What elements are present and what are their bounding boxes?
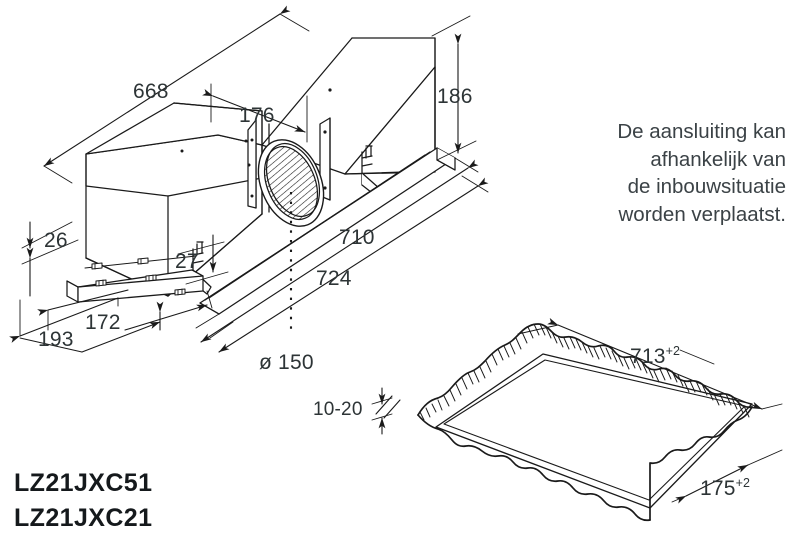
dimension-lines-main — [9, 5, 489, 353]
main-unit-body — [66, 37, 456, 315]
note-line-2: afhankelijk van — [650, 147, 786, 171]
cutout-length-tolerance: +2 — [665, 344, 680, 358]
note-line-4: worden verplaatst. — [618, 202, 786, 226]
dimension-label-cutout-length: 713+2 — [630, 345, 680, 369]
dimension-label-27: 27 — [175, 250, 199, 273]
note-line-1: De aansluiting kan — [617, 120, 786, 143]
dimension-label-193: 193 — [38, 328, 74, 351]
cutout-length-value: 713 — [630, 345, 666, 368]
model-number-1: LZ21JXC51 — [14, 469, 153, 497]
model-number-list: LZ21JXC51 LZ21JXC21 — [14, 466, 152, 536]
dimension-lines-cutout — [371, 317, 783, 504]
model-number-2: LZ21JXC21 — [14, 504, 153, 532]
dimension-label-724: 724 — [316, 267, 352, 290]
dimension-label-172: 172 — [85, 311, 121, 334]
dimension-label-duct-diameter: ø 150 — [259, 351, 314, 374]
dimension-label-668: 668 — [133, 80, 169, 103]
dimension-label-26: 26 — [44, 229, 68, 252]
dimension-label-186: 186 — [437, 85, 473, 108]
dimension-label-710: 710 — [339, 226, 375, 249]
dimension-label-cutout-width: 175+2 — [700, 477, 750, 501]
dimension-label-thickness: 10-20 — [313, 399, 363, 420]
cutout-width-tolerance: +2 — [735, 476, 750, 490]
cutout-width-value: 175 — [700, 477, 736, 500]
installation-note: De aansluiting kan afhankelijk van de in… — [534, 118, 786, 228]
dimension-label-176: 176 — [239, 104, 275, 127]
note-line-3: de inbouwsituatie — [627, 175, 786, 198]
